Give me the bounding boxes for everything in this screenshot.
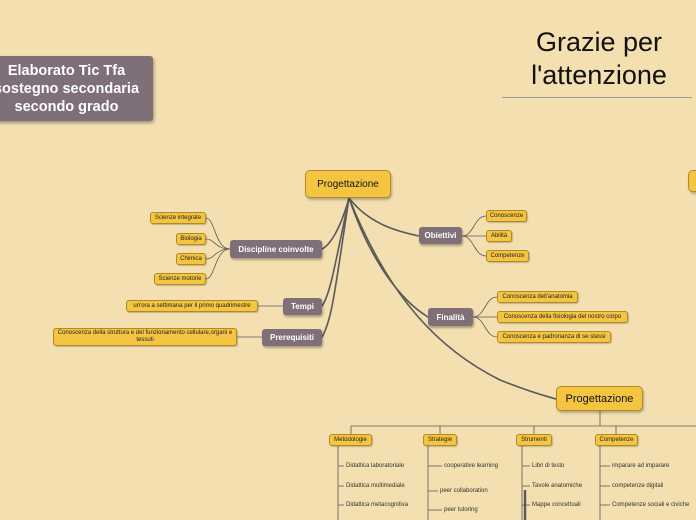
leaf-abilita[interactable]: Abilità [486, 230, 512, 242]
branch-competenze[interactable]: Competenze [595, 434, 638, 446]
connector [461, 215, 487, 237]
leaf-tavole-anatomiche: Tavole anatomiche [532, 483, 583, 489]
connector [321, 197, 350, 307]
leaf-biologia[interactable]: Biologia [176, 233, 206, 245]
branch-tempi[interactable]: Tempi [283, 298, 322, 315]
leaf-conoscenze[interactable]: Conoscenze [486, 210, 527, 222]
connector [461, 235, 487, 257]
branch-metodologie[interactable]: Metodologie [329, 434, 372, 446]
branch-strumenti[interactable]: Strumenti [516, 434, 552, 446]
leaf-didattica-multimediale: Didattica multimediale [346, 483, 405, 489]
leaf-anatomia[interactable]: Conoscenza dell'anatomia [497, 291, 578, 303]
branch-strategie[interactable]: Strategie [423, 434, 457, 446]
thanks-line-2: l'attenzione [531, 60, 667, 90]
leaf-padronanza[interactable]: Conoscenza e padronanza di se stessi [497, 331, 611, 343]
leaf-prerequisiti[interactable]: Conoscenza della struttura e del funzion… [53, 328, 237, 346]
title-line: secondo grado [14, 98, 119, 115]
leaf-competenze-sociali: Competenze sociali e civiche [612, 502, 690, 508]
leaf-peer-collaboration: peer collaboration [440, 488, 488, 494]
leaf-mappe-concettuali: Mappe concettuali [532, 502, 581, 508]
leaf-peer-tutoring: peer tutoring [444, 507, 478, 513]
thanks-underline [502, 97, 692, 98]
leaf-libri-di-testo: Libri di testo [532, 463, 565, 469]
branch-finalita[interactable]: Finalità [428, 308, 473, 326]
connector [348, 197, 420, 237]
connector [348, 197, 429, 318]
leaf-scienze-motorie[interactable]: Scienze motorie [154, 273, 206, 285]
connector [321, 197, 350, 338]
leaf-imparare-ad-imparare: imparare ad imparare [612, 463, 670, 469]
connector [205, 238, 231, 250]
title-line: sostegno secondaria [0, 80, 140, 97]
connector [348, 197, 557, 400]
leaf-tempi[interactable]: un'ora a settimana per il primo quadrime… [126, 300, 258, 312]
offscreen-node[interactable] [688, 170, 696, 192]
branch-obiettivi[interactable]: Obiettivi [419, 227, 462, 244]
connector [205, 248, 231, 280]
connector [472, 296, 498, 318]
leaf-didattica-laboratoriale: Didattica laboratoriale [346, 463, 405, 469]
thanks-heading: Grazie per l'attenzione [504, 26, 694, 92]
leaf-fisiologia[interactable]: Conoscenza della fisiologia del nostro c… [497, 311, 628, 323]
leaf-chimica[interactable]: Chimica [176, 253, 206, 265]
thanks-line-1: Grazie per [535, 27, 663, 57]
root-node-progettazione[interactable]: Progettazione [305, 170, 391, 198]
connector [205, 248, 231, 260]
branch-discipline[interactable]: Discipline coinvolte [230, 240, 322, 258]
connector [472, 316, 498, 338]
title-box[interactable]: Elaborato Tic Tfa sostegno secondaria se… [0, 56, 153, 121]
connector [205, 217, 231, 250]
leaf-competenze[interactable]: Competenze [486, 250, 529, 262]
leaf-cooperative-learning: cooperative learning [444, 463, 499, 469]
branch-prerequisiti[interactable]: Prerequisiti [262, 329, 322, 346]
leaf-competenze-digitali: competenze digitali [612, 483, 664, 489]
root-node-progettazione-2[interactable]: Progettazione [556, 386, 643, 411]
title-line: Elaborato Tic Tfa [7, 62, 126, 79]
leaf-didattica-metacognitiva: Didattica metacognitiva [346, 502, 409, 508]
leaf-scienze-integrate[interactable]: Scienze integrate [150, 212, 206, 224]
